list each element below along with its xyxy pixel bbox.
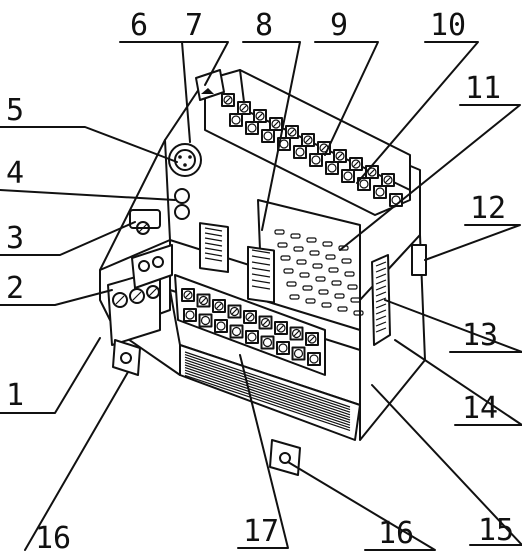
power-terminal-block xyxy=(107,244,173,346)
callout-17: 17 xyxy=(243,514,279,549)
callout-7: 7 xyxy=(185,8,203,43)
callout-8: 8 xyxy=(255,8,273,43)
top-terminals xyxy=(221,93,403,207)
side-connector xyxy=(371,244,427,346)
callout-9: 9 xyxy=(330,8,348,43)
callout-16-right: 16 xyxy=(378,516,414,551)
callout-16-left: 16 xyxy=(35,521,71,555)
callout-4: 4 xyxy=(6,156,24,191)
front-terminals xyxy=(181,288,321,366)
callout-2: 2 xyxy=(6,271,24,306)
callout-1: 1 xyxy=(6,378,24,413)
expansion-sockets xyxy=(195,69,275,304)
callout-14: 14 xyxy=(462,391,498,426)
callout-10: 10 xyxy=(430,8,466,43)
front-grill xyxy=(184,351,351,431)
callout-11: 11 xyxy=(465,71,501,106)
din-rail-clips xyxy=(112,339,301,476)
callout-15: 15 xyxy=(478,513,514,548)
callout-labels: 1 2 3 4 5 6 7 8 9 10 11 12 13 14 15 16 1… xyxy=(6,8,514,556)
leader-lines xyxy=(0,41,522,551)
callout-5: 5 xyxy=(6,93,24,128)
callout-3: 3 xyxy=(6,221,24,256)
callout-6: 6 xyxy=(130,8,148,43)
callout-12: 12 xyxy=(470,191,506,226)
callout-13: 13 xyxy=(462,318,498,353)
vent-slots xyxy=(274,229,364,316)
